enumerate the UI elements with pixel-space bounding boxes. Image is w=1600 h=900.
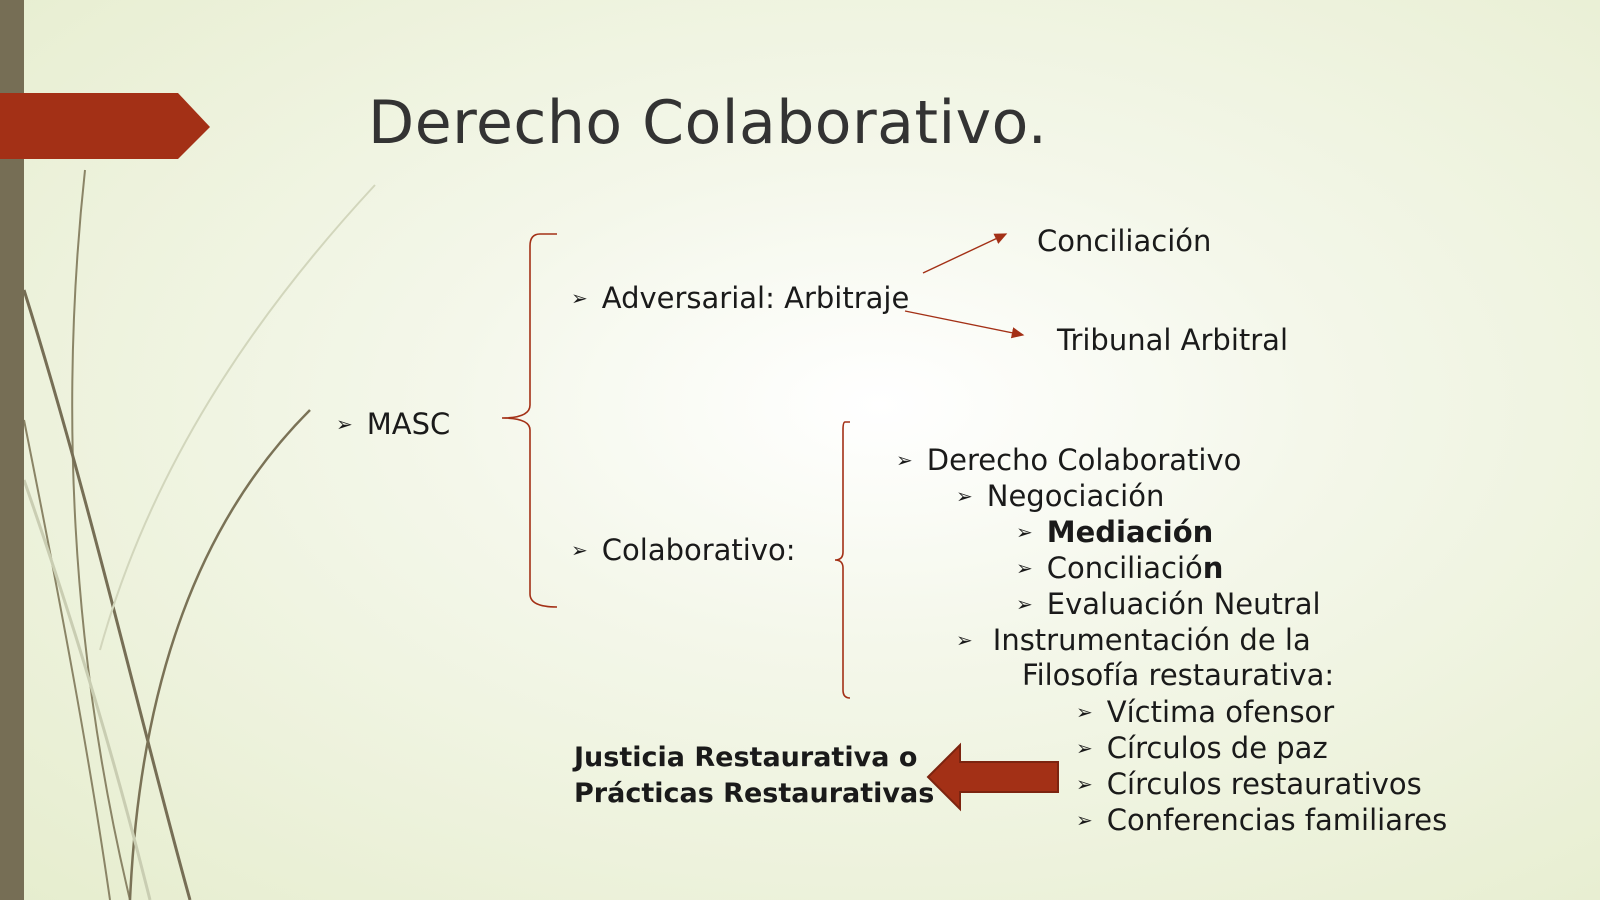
arrow-bullet-icon: ➢: [336, 412, 353, 436]
list-item-mediacion: ➢ Mediación: [1016, 514, 1213, 553]
evaluacion-label: Evaluación Neutral: [1046, 587, 1321, 621]
list-item-negociacion: ➢ Negociación: [956, 478, 1164, 517]
arrow-bullet-icon: ➢: [1016, 520, 1033, 544]
list-item-conciliacion: ➢ Conciliación: [1016, 550, 1223, 589]
derecho-colaborativo-label: Derecho Colaborativo: [926, 443, 1242, 477]
list-item-derecho-colaborativo: ➢ Derecho Colaborativo: [896, 442, 1241, 481]
arrow-bullet-icon: ➢: [1016, 556, 1033, 580]
colaborativo-brace: [834, 421, 851, 699]
colaborativo-label: Colaborativo:: [601, 533, 796, 567]
conciliacion-bold-tail: n: [1202, 551, 1224, 585]
arrow-bullet-icon: ➢: [956, 484, 973, 508]
arrow-bullet-icon: ➢: [571, 538, 588, 562]
list-item-evaluacion-neutral: ➢ Evaluación Neutral: [1016, 586, 1321, 625]
adversarial-label: Adversarial: Arbitraje: [601, 281, 910, 315]
arrow-to-tribunal: [904, 310, 1025, 339]
conferencias-label: Conferencias familiares: [1106, 803, 1448, 837]
circulos-paz-label: Círculos de paz: [1106, 731, 1328, 765]
list-item-instrumentacion: ➢ Instrumentación de la: [956, 622, 1311, 661]
decorative-grass-strokes: [22, 169, 376, 900]
callout-line-2: Prácticas Restaurativas: [574, 778, 935, 809]
arrow-bullet-icon: ➢: [896, 448, 913, 472]
tribunal-arbitral-label: Tribunal Arbitral: [1057, 323, 1288, 357]
negociacion-label: Negociación: [986, 479, 1165, 513]
instrumentacion-label: Instrumentación de la: [992, 623, 1311, 657]
arrow-bullet-icon: ➢: [956, 628, 973, 652]
title-arrow-shape: [0, 93, 210, 159]
justicia-restaurativa-callout: Justicia Restaurativa o Prácticas Restau…: [574, 740, 934, 812]
adversarial-item: ➢ Adversarial: Arbitraje: [571, 280, 909, 319]
arrow-to-conciliacion: [922, 233, 1008, 274]
arrow-bullet-icon: ➢: [1076, 700, 1093, 724]
list-item-conferencias-familiares: ➢ Conferencias familiares: [1076, 802, 1447, 841]
callout-line-1: Justicia Restaurativa o: [574, 742, 918, 773]
masc-brace: [501, 233, 558, 608]
colaborativo-item: ➢ Colaborativo:: [571, 532, 796, 571]
list-item-circulos-paz: ➢ Círculos de paz: [1076, 730, 1328, 769]
left-block-arrow: [926, 742, 1059, 812]
conciliacion-top-label: Conciliación: [1037, 224, 1212, 258]
masc-label: MASC: [366, 407, 451, 441]
slide-title: Derecho Colaborativo.: [368, 88, 1048, 158]
list-item-victima-ofensor: ➢ Víctima ofensor: [1076, 694, 1334, 733]
list-item-circulos-restaurativos: ➢ Círculos restaurativos: [1076, 766, 1422, 805]
conciliacion-label: Conciliació: [1046, 551, 1203, 585]
victima-label: Víctima ofensor: [1106, 695, 1335, 729]
mediacion-label: Mediación: [1046, 515, 1214, 549]
circulos-restaurativos-label: Círculos restaurativos: [1106, 767, 1422, 801]
arrow-bullet-icon: ➢: [571, 286, 588, 310]
instrumentacion-label-line2: Filosofía restaurativa:: [1022, 658, 1335, 692]
arrow-bullet-icon: ➢: [1016, 592, 1033, 616]
arrow-bullet-icon: ➢: [1076, 736, 1093, 760]
masc-item: ➢ MASC: [336, 406, 450, 445]
arrow-bullet-icon: ➢: [1076, 808, 1093, 832]
arrow-bullet-icon: ➢: [1076, 772, 1093, 796]
